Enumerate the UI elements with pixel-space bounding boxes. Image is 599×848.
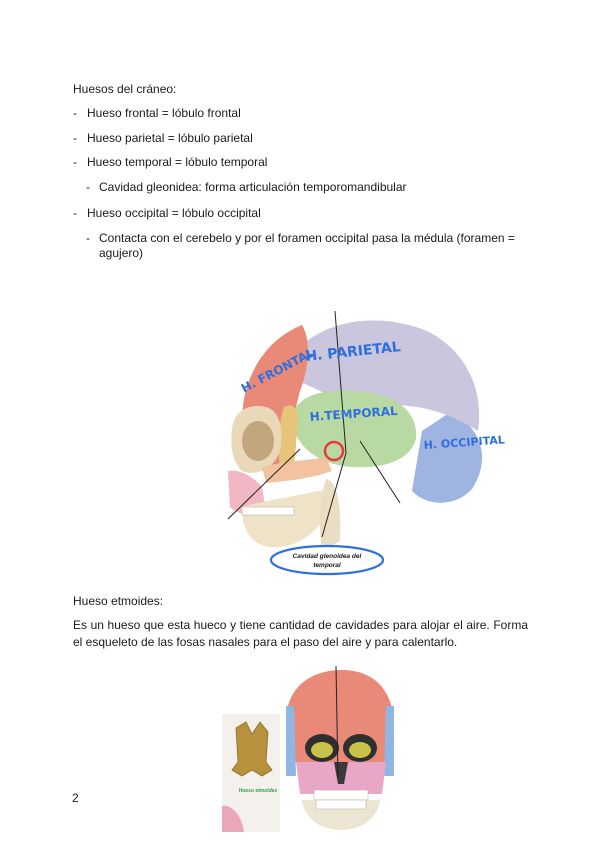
ethmoid-caption: Hueso etmoides <box>239 788 278 794</box>
label-temporal: H.TEMPORAL <box>309 404 398 424</box>
caption-oval <box>269 544 385 576</box>
page-number: 2 <box>72 791 79 805</box>
bullet-dash: - <box>73 131 77 145</box>
bullet-dash: - <box>73 106 77 120</box>
upper-teeth <box>313 789 369 801</box>
section-heading-craneo: Huesos del cráneo: <box>73 82 177 96</box>
pointer-line <box>334 311 347 454</box>
list-item-text: Contacta con el cerebelo y por el forame… <box>99 231 515 260</box>
bullet-dash: - <box>86 180 90 194</box>
lower-teeth <box>315 799 367 810</box>
ethmoid-figure: Hueso etmoides <box>222 666 418 832</box>
bullet-dash: - <box>73 206 77 220</box>
pointer-line <box>321 452 347 538</box>
list-item: - Hueso occipital = lóbulo occipital <box>73 206 533 221</box>
pointer-line <box>227 448 301 520</box>
parietal-side-left <box>286 706 296 776</box>
list-item-text: Hueso temporal = lóbulo temporal <box>87 155 268 169</box>
pointer-line <box>335 666 339 779</box>
sub-list-item: - Contacta con el cerebelo y por el fora… <box>86 231 530 261</box>
eye-socket <box>242 421 274 461</box>
section-heading-etmoides: Hueso etmoides: <box>73 594 164 608</box>
orbit-left-inner <box>311 742 333 758</box>
bullet-dash: - <box>86 231 90 245</box>
caption-line-2: temporal <box>313 562 341 569</box>
list-item-text: Hueso parietal = lóbulo parietal <box>87 131 253 145</box>
orbit-right-inner <box>349 742 371 758</box>
ethmoid-illustration: Hueso etmoides <box>222 666 418 832</box>
frontal-bone-front <box>286 670 394 762</box>
teeth <box>241 506 295 516</box>
list-item-text: Hueso frontal = lóbulo frontal <box>87 106 241 120</box>
bullet-dash: - <box>73 155 77 169</box>
list-item-text: Cavidad gleonidea: forma articulación te… <box>99 180 407 194</box>
list-item: - Hueso frontal = lóbulo frontal <box>73 106 533 121</box>
ethmoid-bone <box>231 721 273 777</box>
mandible-bone <box>242 490 331 548</box>
label-occipital: H. OCCIPITAL <box>423 433 505 452</box>
list-item: - Hueso parietal = lóbulo parietal <box>73 131 533 146</box>
list-item-text: Hueso occipital = lóbulo occipital <box>87 206 261 220</box>
paragraph-etmoides: Es un hueso que esta hueco y tiene canti… <box>73 618 528 649</box>
zygomatic-bone <box>262 457 332 483</box>
caption-line-1: Cavidad glenoidea del <box>293 553 362 560</box>
parietal-side-right <box>384 706 394 776</box>
partial-skull <box>222 805 244 832</box>
occipital-bone <box>412 411 483 503</box>
list-item: - Hueso temporal = lóbulo temporal <box>73 155 533 170</box>
sphenoid-bone <box>278 405 298 471</box>
pointer-line <box>359 440 401 504</box>
skull-lateral-figure: H. FRONTAL H. PARIETAL H.TEMPORAL H. OCC… <box>222 311 512 579</box>
skull-lateral-illustration: H. FRONTAL H. PARIETAL H.TEMPORAL H. OCC… <box>222 311 512 579</box>
sub-list-item: - Cavidad gleonidea: forma articulación … <box>86 180 530 195</box>
parietal-bone <box>282 320 480 431</box>
glenoid-highlight-circle <box>323 440 345 462</box>
cervical-spine <box>319 479 341 551</box>
